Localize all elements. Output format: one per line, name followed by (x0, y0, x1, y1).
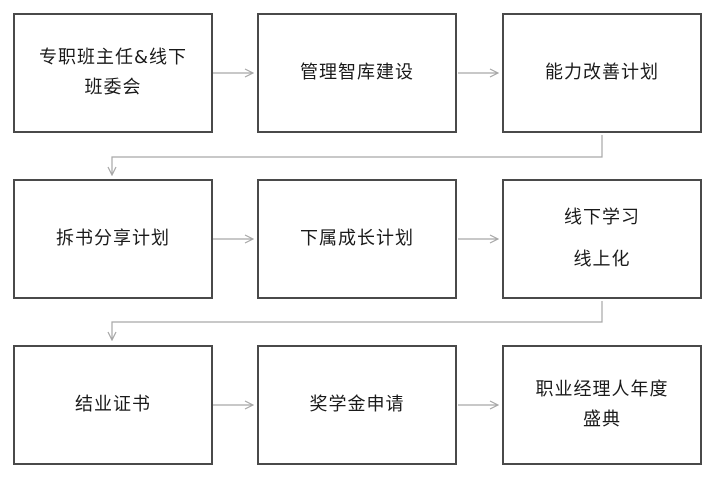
step-certificate: 结业证书 (13, 345, 213, 465)
step-scholarship: 奖学金申请 (257, 345, 457, 465)
step-head-teacher-committee: 专职班主任&线下 班委会 (13, 13, 213, 133)
step-label-line: 拆书分享计划 (56, 228, 170, 249)
step-book-sharing: 拆书分享计划 (13, 179, 213, 299)
step-label-line: 班委会 (84, 77, 142, 98)
step-subordinate-growth: 下属成长计划 (257, 179, 457, 299)
arrow-r1-to-r2 (112, 135, 603, 175)
step-annual-ceremony: 职业经理人年度 盛典 (502, 345, 702, 465)
step-ability-improvement: 能力改善计划 (502, 13, 702, 133)
step-label-line: 线上化 (573, 249, 631, 270)
step-label-line: 结业证书 (75, 394, 151, 415)
step-label-line: 能力改善计划 (545, 62, 659, 83)
step-offline-to-online: 线下学习 线上化 (502, 179, 702, 299)
step-label-line: 专职班主任&线下 (38, 47, 188, 68)
arrow-r2-to-r3 (112, 301, 603, 340)
step-label-line: 下属成长计划 (300, 228, 414, 249)
step-label-line: 盛典 (583, 409, 621, 430)
step-label-line: 奖学金申请 (309, 394, 405, 415)
step-label-line: 线下学习 (564, 207, 640, 228)
step-label-line: 职业经理人年度 (535, 379, 669, 400)
step-label-line: 管理智库建设 (300, 62, 414, 83)
step-think-tank: 管理智库建设 (257, 13, 457, 133)
